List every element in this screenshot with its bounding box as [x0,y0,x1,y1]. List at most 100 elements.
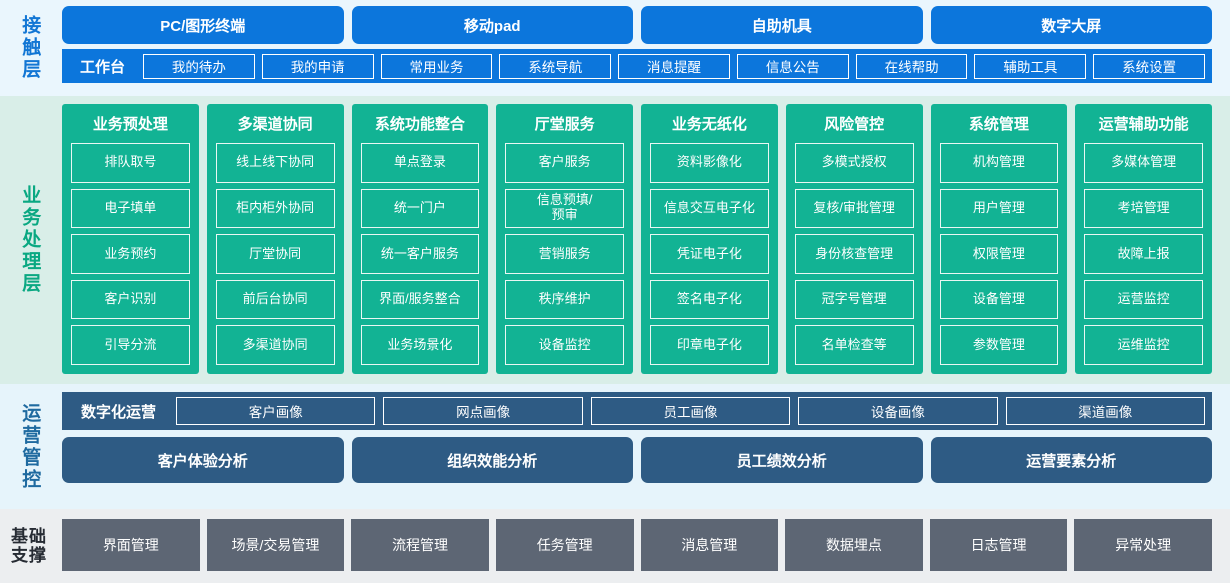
business-item[interactable]: 故障上报 [1084,234,1203,274]
business-item[interactable]: 参数管理 [939,325,1059,365]
business-column-system-management: 系统管理 机构管理 用户管理 权限管理 设备管理 参数管理 [930,104,1068,374]
workbench-item-system-nav[interactable]: 系统导航 [499,53,612,79]
workbench-item-message-alert[interactable]: 消息提醒 [618,53,730,79]
business-item[interactable]: 业务场景化 [360,325,480,365]
business-item[interactable]: 客户服务 [505,143,624,183]
foundation-data-tracking[interactable]: 数据埋点 [785,519,923,571]
foundation-message-management[interactable]: 消息管理 [640,519,779,571]
business-item[interactable]: 前后台协同 [215,279,335,320]
column-title: 业务预处理 [92,116,168,133]
layer-business: 业务处理层 业务预处理 排队取号 电子填单 业务预约 客户识别 引导分流 多渠道… [0,96,1230,384]
business-item[interactable]: 冠字号管理 [794,279,914,320]
business-item[interactable]: 复核/审批管理 [794,188,914,229]
analysis-operation-factors[interactable]: 运营要素分析 [930,437,1212,483]
business-item[interactable]: 统一门户 [360,188,480,229]
digital-operation-label: 数字化运营 [81,403,157,421]
foundation-exception-handling[interactable]: 异常处理 [1074,519,1212,571]
business-item[interactable]: 名单检查等 [794,325,914,365]
business-item[interactable]: 运营监控 [1084,279,1203,320]
business-item[interactable]: 营销服务 [505,234,624,274]
portrait-customer[interactable]: 客户画像 [176,397,376,425]
business-item[interactable]: 多渠道协同 [215,325,335,365]
business-item[interactable]: 统一客户服务 [360,234,480,274]
workbench-item-my-application[interactable]: 我的申请 [261,53,374,79]
terminal-tile-mobile-pad[interactable]: 移动pad [351,6,633,44]
analysis-customer-experience[interactable]: 客户体验分析 [62,437,344,483]
analysis-row: 客户体验分析 组织效能分析 员工绩效分析 运营要素分析 [62,437,1212,483]
column-title: 风险管控 [824,116,885,133]
business-item[interactable]: 界面/服务整合 [360,279,480,320]
layer-foundation-body: 界面管理 场景/交易管理 流程管理 任务管理 消息管理 数据埋点 日志管理 异常… [58,509,1230,583]
layer-contact-label: 接触层 [19,15,41,81]
workbench-item-common-business[interactable]: 常用业务 [380,53,493,79]
business-item[interactable]: 多模式授权 [794,143,914,183]
portrait-channel[interactable]: 渠道画像 [1005,397,1205,425]
business-item[interactable]: 用户管理 [939,188,1059,229]
business-item[interactable]: 设备管理 [939,279,1059,320]
foundation-scene-transaction-management[interactable]: 场景/交易管理 [206,519,345,571]
business-item[interactable]: 信息预填/ 预审 [505,188,624,229]
workbench-row: 工作台 我的待办 我的申请 常用业务 系统导航 消息提醒 信息公告 在线帮助 辅… [62,49,1212,83]
business-column-pretreatment: 业务预处理 排队取号 电子填单 业务预约 客户识别 引导分流 [62,104,199,374]
business-column-lobby-service: 厅堂服务 客户服务 信息预填/ 预审 营销服务 秩序维护 设备监控 [496,104,633,374]
foundation-log-management[interactable]: 日志管理 [929,519,1068,571]
business-item[interactable]: 身份核查管理 [794,234,914,274]
portrait-branch[interactable]: 网点画像 [383,397,583,425]
foundation-row: 界面管理 场景/交易管理 流程管理 任务管理 消息管理 数据埋点 日志管理 异常… [62,519,1212,571]
business-item[interactable]: 凭证电子化 [650,234,769,274]
business-item[interactable]: 单点登录 [360,143,480,183]
business-columns: 业务预处理 排队取号 电子填单 业务预约 客户识别 引导分流 多渠道协同 线上线… [62,104,1212,374]
foundation-task-management[interactable]: 任务管理 [495,519,634,571]
business-item[interactable]: 签名电子化 [650,279,769,320]
business-item[interactable]: 秩序维护 [505,279,624,320]
analysis-employee-performance[interactable]: 员工绩效分析 [641,437,923,483]
business-column-system-integration: 系统功能整合 单点登录 统一门户 统一客户服务 界面/服务整合 业务场景化 [351,104,489,374]
column-title: 厅堂服务 [534,116,595,133]
layer-foundation: 基础 支撑 界面管理 场景/交易管理 流程管理 任务管理 消息管理 数据埋点 日… [0,509,1230,583]
business-item[interactable]: 多媒体管理 [1084,143,1203,183]
business-item[interactable]: 考培管理 [1084,188,1203,229]
analysis-organization-efficiency[interactable]: 组织效能分析 [351,437,633,483]
layer-contact-body: PC/图形终端 移动pad 自助机具 数字大屏 工作台 我的待办 我的申请 常用… [58,0,1230,96]
foundation-ui-management[interactable]: 界面管理 [62,519,200,571]
business-item[interactable]: 排队取号 [71,143,190,183]
workbench-item-announcement[interactable]: 信息公告 [736,53,849,79]
layer-business-body: 业务预处理 排队取号 电子填单 业务预约 客户识别 引导分流 多渠道协同 线上线… [58,96,1230,384]
business-item[interactable]: 资料影像化 [650,143,769,183]
business-item[interactable]: 线上线下协同 [215,143,335,183]
workbench-item-my-todo[interactable]: 我的待办 [143,53,255,79]
column-title: 业务无纸化 [671,116,747,133]
business-item[interactable]: 引导分流 [71,325,190,365]
business-item[interactable]: 权限管理 [939,234,1059,274]
workbench-label: 工作台 [80,58,126,76]
layer-contact: 接触层 PC/图形终端 移动pad 自助机具 数字大屏 工作台 我的待办 我的申… [0,0,1230,96]
terminal-tile-pc[interactable]: PC/图形终端 [62,6,344,44]
layer-operation: 运营管控 数字化运营 客户画像 网点画像 员工画像 设备画像 渠道画像 客户体验… [0,384,1230,509]
column-title: 系统管理 [968,116,1029,133]
workbench-item-aux-tools[interactable]: 辅助工具 [974,53,1087,79]
business-item[interactable]: 机构管理 [939,143,1059,183]
business-item[interactable]: 厅堂协同 [215,234,335,274]
business-item[interactable]: 客户识别 [71,279,190,320]
business-item[interactable]: 电子填单 [71,188,190,229]
workbench-item-online-help[interactable]: 在线帮助 [855,53,968,79]
layer-foundation-label: 基础 支撑 [11,526,47,565]
business-column-paperless: 业务无纸化 资料影像化 信息交互电子化 凭证电子化 签名电子化 印章电子化 [641,104,778,374]
business-column-multichannel: 多渠道协同 线上线下协同 柜内柜外协同 厅堂协同 前后台协同 多渠道协同 [206,104,344,374]
workbench-item-system-settings[interactable]: 系统设置 [1093,53,1206,79]
layer-operation-label: 运营管控 [19,402,41,491]
foundation-process-management[interactable]: 流程管理 [351,519,489,571]
portrait-employee[interactable]: 员工画像 [590,397,791,425]
terminal-tile-self-service[interactable]: 自助机具 [641,6,923,44]
business-item[interactable]: 业务预约 [71,234,190,274]
portrait-device[interactable]: 设备画像 [798,397,998,425]
terminal-tile-digital-screen[interactable]: 数字大屏 [930,6,1212,44]
business-item[interactable]: 运维监控 [1084,325,1203,365]
business-item[interactable]: 信息交互电子化 [650,188,769,229]
column-title: 系统功能整合 [374,116,465,133]
business-item[interactable]: 印章电子化 [650,325,769,365]
business-item[interactable]: 柜内柜外协同 [215,188,335,229]
business-item[interactable]: 设备监控 [505,325,624,365]
layer-business-label: 业务处理层 [19,185,41,295]
